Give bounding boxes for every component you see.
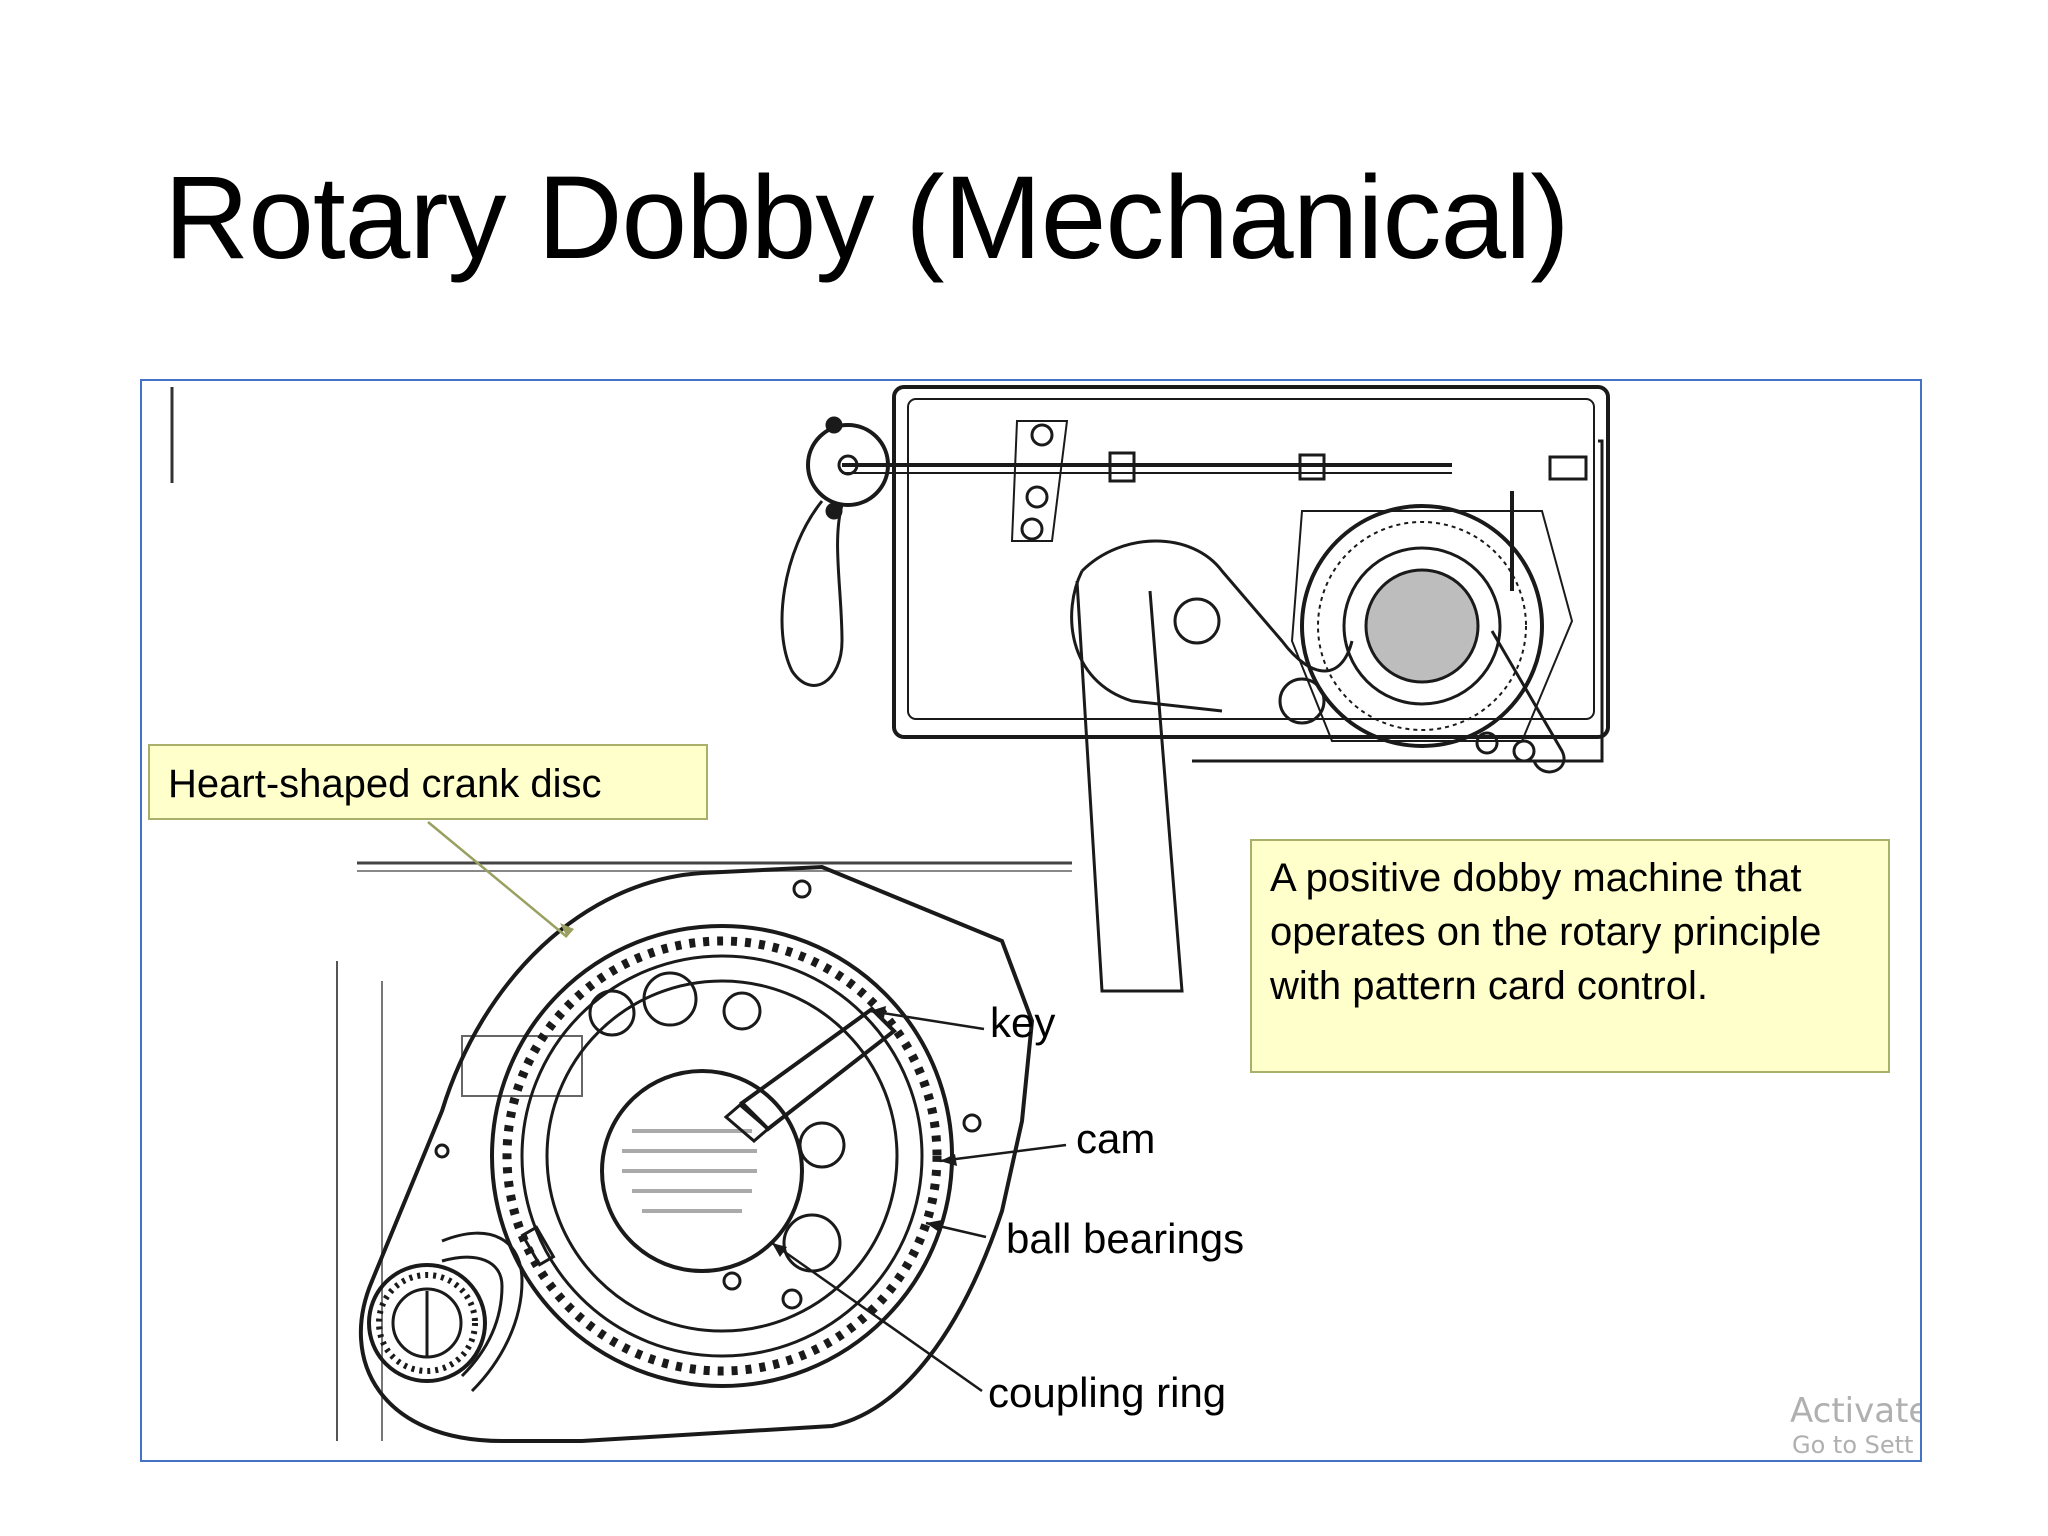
description-callout: A positive dobby machine that operates o… [1250,839,1890,1073]
dobby-mechanism-diagram [170,385,1610,1443]
slide-title: Rotary Dobby (Mechanical) [164,152,1570,284]
heart-shaped-disc-callout: Heart-shaped crank disc [148,744,708,820]
label-key: key [990,999,1056,1046]
label-ball-bearings: ball bearings [1006,1215,1245,1262]
label-cam: cam [1076,1115,1156,1162]
leader-lines [427,821,1067,1393]
heart-shaped-crank-disc [336,861,1072,1443]
activation-watermark: Activate [1790,1391,1922,1431]
label-coupling-ring: coupling ring [988,1369,1227,1416]
upper-dobby-mechanism [780,385,1610,993]
diagram-frame: Heart-shaped crank disc A positive dobby… [140,379,1922,1462]
activation-watermark-subtitle: Go to Sett [1792,1431,1914,1459]
